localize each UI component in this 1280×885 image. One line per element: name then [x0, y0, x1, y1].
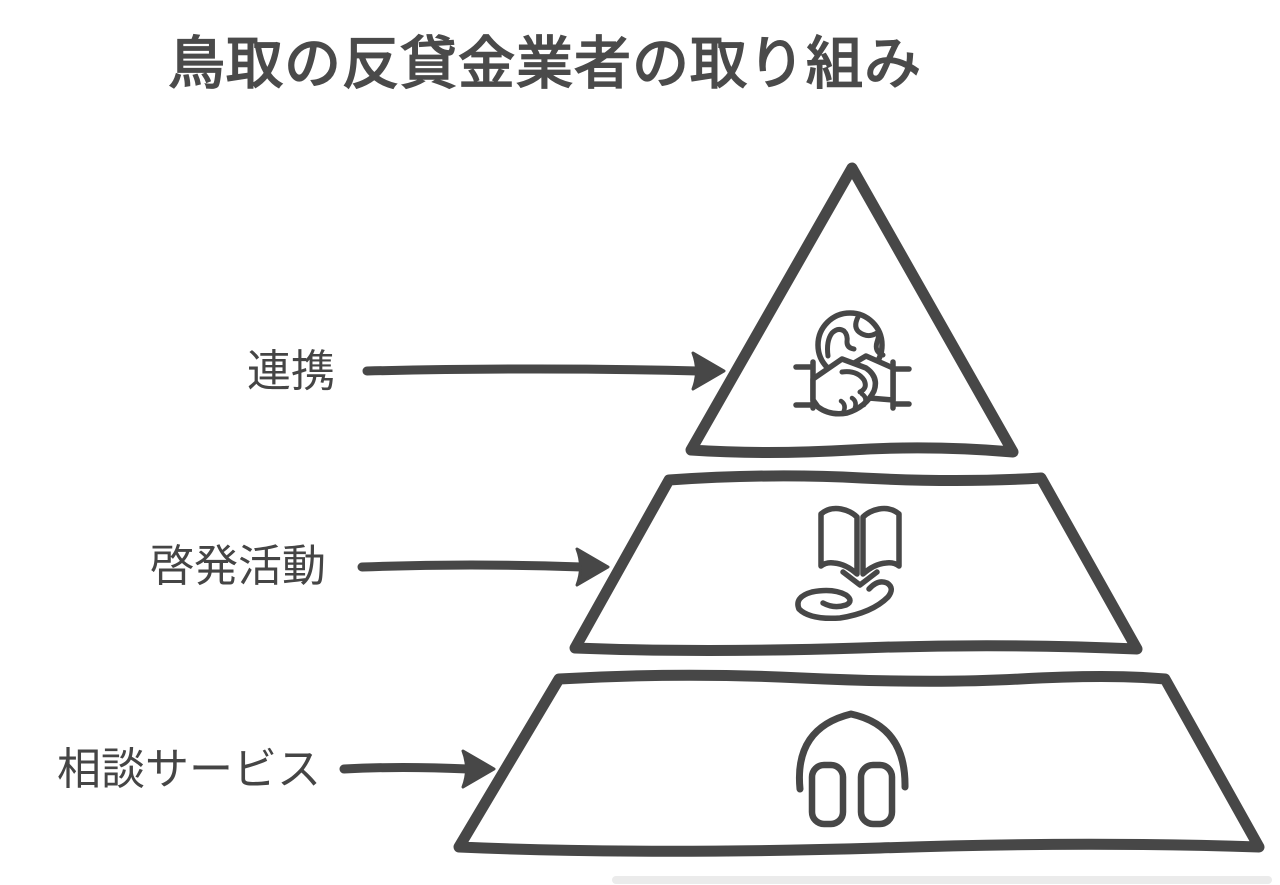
headphones-icon — [795, 710, 909, 828]
page-title: 鳥取の反貸金業者の取り組み — [168, 32, 922, 96]
globe-handshake-icon — [793, 310, 912, 417]
bottom-shadow-bar — [612, 876, 1272, 884]
pyramid-tier-bottom — [453, 669, 1265, 857]
arrow-level-3 — [339, 749, 496, 789]
book-on-hand-icon — [795, 505, 902, 622]
pyramid-tier-top — [685, 162, 1019, 458]
label-level-1: 連携 — [247, 347, 335, 396]
arrow-level-1 — [362, 351, 726, 391]
arrow-level-2 — [357, 547, 610, 587]
label-level-2: 啓発活動 — [150, 542, 326, 591]
label-level-3: 相談サービス — [57, 745, 321, 794]
